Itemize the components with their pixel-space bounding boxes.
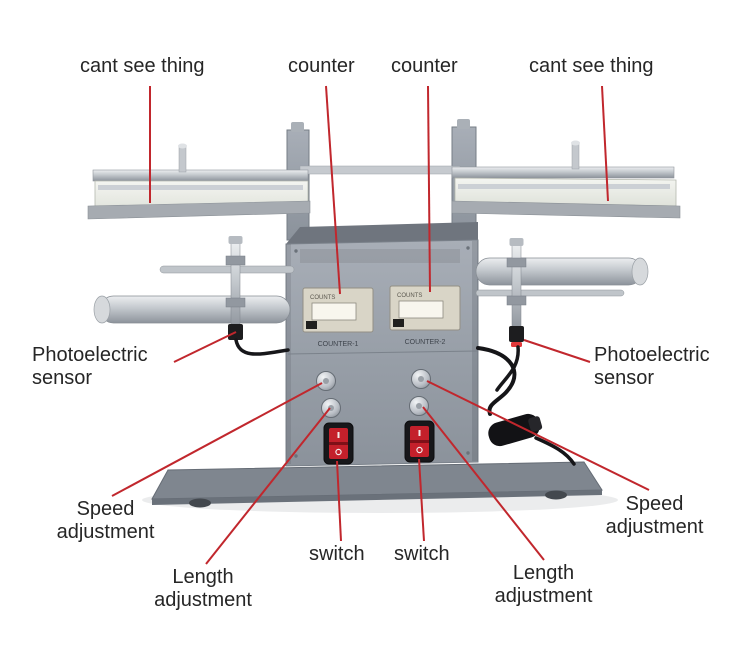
tray-left [87,143,311,220]
label-length-adjustment-left: Length adjustment [138,566,268,612]
label-line: Photoelectric [32,344,148,366]
label-line: Photoelectric [594,344,710,366]
label-line: adjustment [154,589,252,611]
line-switch-right [418,458,425,542]
label-speed-adjustment-right: Speed adjustment [592,493,717,539]
frame-posts [286,119,477,241]
counter-right-reset-lever [393,319,404,327]
label-switch-left: switch [309,543,365,565]
power-cable [476,346,576,466]
line-speed-right [426,380,650,491]
counter-right-label: COUNTER-2 [405,339,446,346]
line-speed-left [111,382,323,497]
line-length-left [205,407,331,565]
tray-left-pin [178,145,187,173]
switch-right-rocker [404,420,435,463]
label-line: Length [512,562,575,584]
label-line: Length [172,566,234,588]
tray-right-pin [571,142,580,170]
sensor-left [225,236,290,356]
guide-rod-left [159,265,295,274]
counter-left-counts-text: COUNTS [310,295,335,301]
label-line: sensor [594,367,655,389]
counter-right: COUNTS COUNTER-2 [389,285,461,346]
tray-right [451,140,681,219]
label-photoelectric-sensor-left: Photoelectric sensor [32,344,148,390]
counter-right-counts-text: COUNTS [397,293,422,299]
roller-left [93,295,291,324]
line-tray-right [601,85,609,202]
label-photoelectric-sensor-right: Photoelectric sensor [594,344,710,390]
sensor-right-red-tip [511,342,522,347]
counter-left-display [311,302,357,321]
base-foot-left [189,498,211,508]
sensor-right-head [509,326,524,342]
line-counter-left [325,85,341,295]
machine-body [285,222,479,467]
label-line: Speed [625,493,684,515]
knob-speed-left [316,371,336,391]
label-switch-right: switch [394,543,450,565]
label-line: sensor [32,367,93,389]
label-length-adjustment-right: Length adjustment [476,562,611,608]
line-switch-left [336,460,342,542]
label-line: adjustment [56,521,155,543]
line-length-right [422,406,545,561]
base-foot-right [545,490,567,500]
knob-length-right [409,396,429,416]
label-speed-adjustment-left: Speed adjustment [38,498,173,544]
counter-right-display [398,300,444,319]
counter-left-label: COUNTER-1 [318,341,359,348]
label-line: Speed [76,498,135,520]
knob-speed-right [411,369,431,389]
label-counter-right: counter [391,55,458,77]
label-tray-right: cant see thing [529,55,654,77]
roller-right [475,257,649,286]
counter-left: COUNTS COUNTER-1 [302,287,374,348]
sensor-right-cable [495,345,520,392]
power-plug [488,413,543,447]
sensor-left-cable [234,338,290,356]
label-tray-left: cant see thing [80,55,205,77]
line-counter-right [427,85,431,293]
sensor-right [495,238,527,392]
line-sensor-right [523,339,591,363]
callout-lines [111,85,650,565]
line-sensor-left [173,331,237,363]
label-line: adjustment [494,585,593,607]
counter-left-reset-lever [306,321,317,329]
frame-crossbar [299,165,461,175]
label-counter-left: counter [288,55,355,77]
guide-rod-right [475,289,625,297]
label-line: adjustment [605,516,704,538]
switch-left-rocker [323,422,354,465]
